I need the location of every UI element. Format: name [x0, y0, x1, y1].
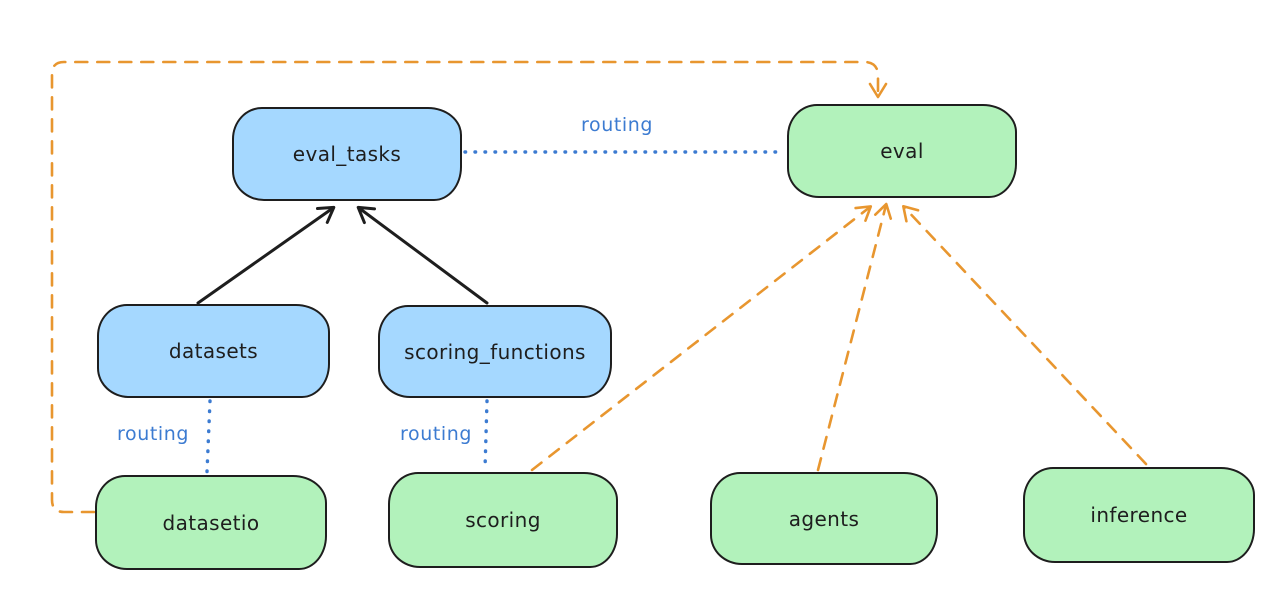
routing-label-eval-tasks-eval: routing: [581, 114, 654, 136]
routing-label-datasets-datasetio: routing: [117, 423, 190, 445]
node-scoring-functions[interactable]: scoring_functions: [378, 305, 612, 398]
node-datasets-label: datasets: [168, 339, 259, 363]
edge-scoring-functions-to-eval-tasks: [356, 205, 489, 305]
edge-inference-to-eval: [902, 204, 1148, 466]
node-inference-label: inference: [1090, 503, 1188, 527]
edge-scoring-functions-to-scoring-routing: [483, 399, 489, 471]
node-scoring-label: scoring: [465, 508, 541, 532]
edge-datasetio-to-eval: [50, 60, 888, 514]
node-datasets[interactable]: datasets: [97, 304, 330, 398]
edge-datasets-to-datasetio-routing: [205, 399, 212, 474]
node-scoring-functions-label: scoring_functions: [404, 339, 586, 364]
edge-scoring-to-eval: [530, 205, 873, 472]
node-eval[interactable]: eval: [787, 104, 1017, 198]
node-datasetio[interactable]: datasetio: [95, 475, 327, 570]
node-scoring[interactable]: scoring: [388, 472, 618, 568]
node-datasetio-label: datasetio: [162, 510, 260, 535]
edge-datasets-to-eval-tasks: [196, 205, 336, 305]
edge-agents-to-eval: [816, 202, 893, 472]
routing-label-scoring-functions-scoring: routing: [400, 423, 473, 445]
node-inference[interactable]: inference: [1023, 467, 1255, 563]
node-eval-label: eval: [880, 139, 924, 163]
node-agents[interactable]: agents: [710, 472, 938, 565]
node-agents-label: agents: [788, 506, 860, 531]
node-eval-tasks-label: eval_tasks: [292, 142, 402, 166]
node-eval-tasks[interactable]: eval_tasks: [232, 107, 462, 201]
